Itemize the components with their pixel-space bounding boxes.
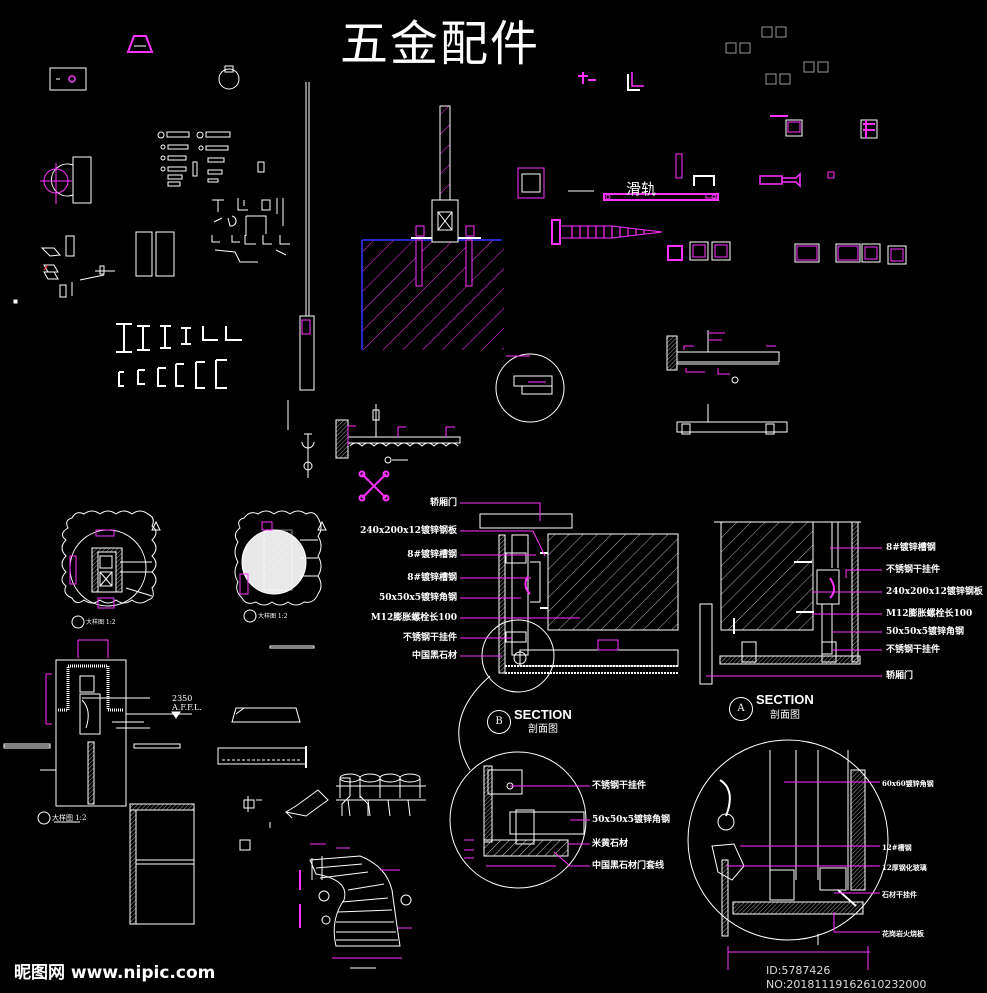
watermark-id: ID:5787426 NO:20181119162610232000 [766, 964, 927, 991]
label-dry-hanger: 不锈钢干挂件 [886, 565, 941, 575]
switch-plate-icons [725, 26, 829, 85]
small-fitting-icons [239, 789, 329, 851]
glass-base-anchor-detail [361, 105, 504, 350]
socket-icons [667, 241, 907, 265]
label-beige-stone: 米黄石材 [592, 839, 629, 849]
plan-detail-1 [61, 510, 161, 629]
bolt-anchor-icon [759, 171, 835, 188]
label-channel-steel: 8#镀锌槽钢 [407, 550, 457, 560]
page-title: 五金配件 [340, 16, 541, 72]
steel-profiles-i-beam [116, 323, 242, 389]
plan-detail-2 [234, 510, 327, 649]
label-angle-steel: 50x50x5镀锌角钢 [378, 593, 457, 603]
callout-connector-arc [458, 675, 491, 771]
label-stone-hanger: 石材干挂件 [882, 890, 917, 899]
sliding-rail-detail [517, 153, 719, 201]
vertical-pull-rod [287, 82, 315, 478]
level-value: 2350 [172, 694, 193, 703]
door-handle-icon [40, 156, 92, 204]
wood-screw-icon [551, 219, 663, 245]
bottle-rack-icon [336, 773, 426, 817]
section-b-tag: B [487, 710, 511, 734]
callout-b-zoom [449, 751, 590, 889]
label-channel-12: 12#槽钢 [882, 843, 912, 852]
label-car-door: 轿厢门 [429, 498, 457, 508]
label-stone-door-trim: 中国黑石材门套线 [592, 861, 665, 871]
label-tempered-glass: 12厚钢化玻璃 [882, 863, 927, 872]
label-channel-steel-2: 8#镀锌槽钢 [407, 573, 457, 583]
elevation-scale-label: 大样图 1:2 [52, 814, 87, 822]
plan-1-scale-label: 大样图 1:2 [86, 619, 116, 626]
bolt-catalog [157, 131, 265, 187]
section-b-detail [460, 502, 679, 693]
caster-wheel-icon [218, 65, 240, 90]
callout-large-zoom [687, 739, 889, 970]
label-dry-hanger-2: 不锈钢干挂件 [886, 645, 941, 655]
spiral-stair-detail [299, 843, 412, 969]
elevation-detail [3, 639, 192, 825]
plan-2-scale-label: 大样图 1:2 [258, 613, 288, 620]
cabinet-detail [129, 707, 307, 925]
level-label: A.F.F.L. [172, 703, 202, 712]
label-dry-hanger: 不锈钢干挂件 [592, 781, 647, 791]
profile-catalog [211, 198, 290, 263]
section-b-subtitle: 剖面图 [528, 724, 558, 735]
label-angle-steel: 50x50x5镀锌角钢 [886, 627, 965, 637]
corner-bracket-icons [578, 72, 878, 139]
ceiling-hanger-detail [666, 330, 788, 435]
label-black-stone: 中国黑石材 [411, 651, 457, 661]
section-a-tag: A [729, 697, 753, 721]
label-dry-hanger: 不锈钢干挂件 [402, 633, 457, 643]
wall-plate-icon [49, 67, 87, 91]
watermark-site: 昵图网 www.nipic.com [14, 963, 216, 983]
label-channel-steel: 8#镀锌槽钢 [886, 543, 936, 553]
label-granite-board: 花岗岩火烧板 [882, 929, 924, 938]
fitting-symbols [13, 231, 175, 304]
section-b-title: SECTION [514, 707, 572, 722]
section-a-subtitle: 剖面图 [770, 710, 800, 721]
label-car-door: 轿厢门 [886, 671, 914, 681]
section-a-detail [699, 521, 882, 685]
section-a-title: SECTION [756, 692, 814, 707]
bracket-icon [126, 35, 154, 53]
label-angle-steel: 50x50x5镀锌角钢 [592, 815, 671, 825]
ceiling-panel-detail [335, 404, 461, 464]
spider-clamp-icon [358, 470, 390, 502]
rail-label: 滑轨 [626, 180, 657, 198]
label-steel-plate: 240x200x12镀锌钢板 [360, 526, 457, 536]
label-steel-plate: 240x200x12镀锌钢板 [886, 587, 983, 597]
circle-detail-mid [495, 353, 565, 423]
label-angle-steel-60: 60x60镀锌角钢 [882, 779, 934, 788]
label-expansion-bolt: M12膨胀螺栓长100 [886, 609, 973, 619]
label-expansion-bolt: M12膨胀螺栓长100 [370, 613, 457, 623]
